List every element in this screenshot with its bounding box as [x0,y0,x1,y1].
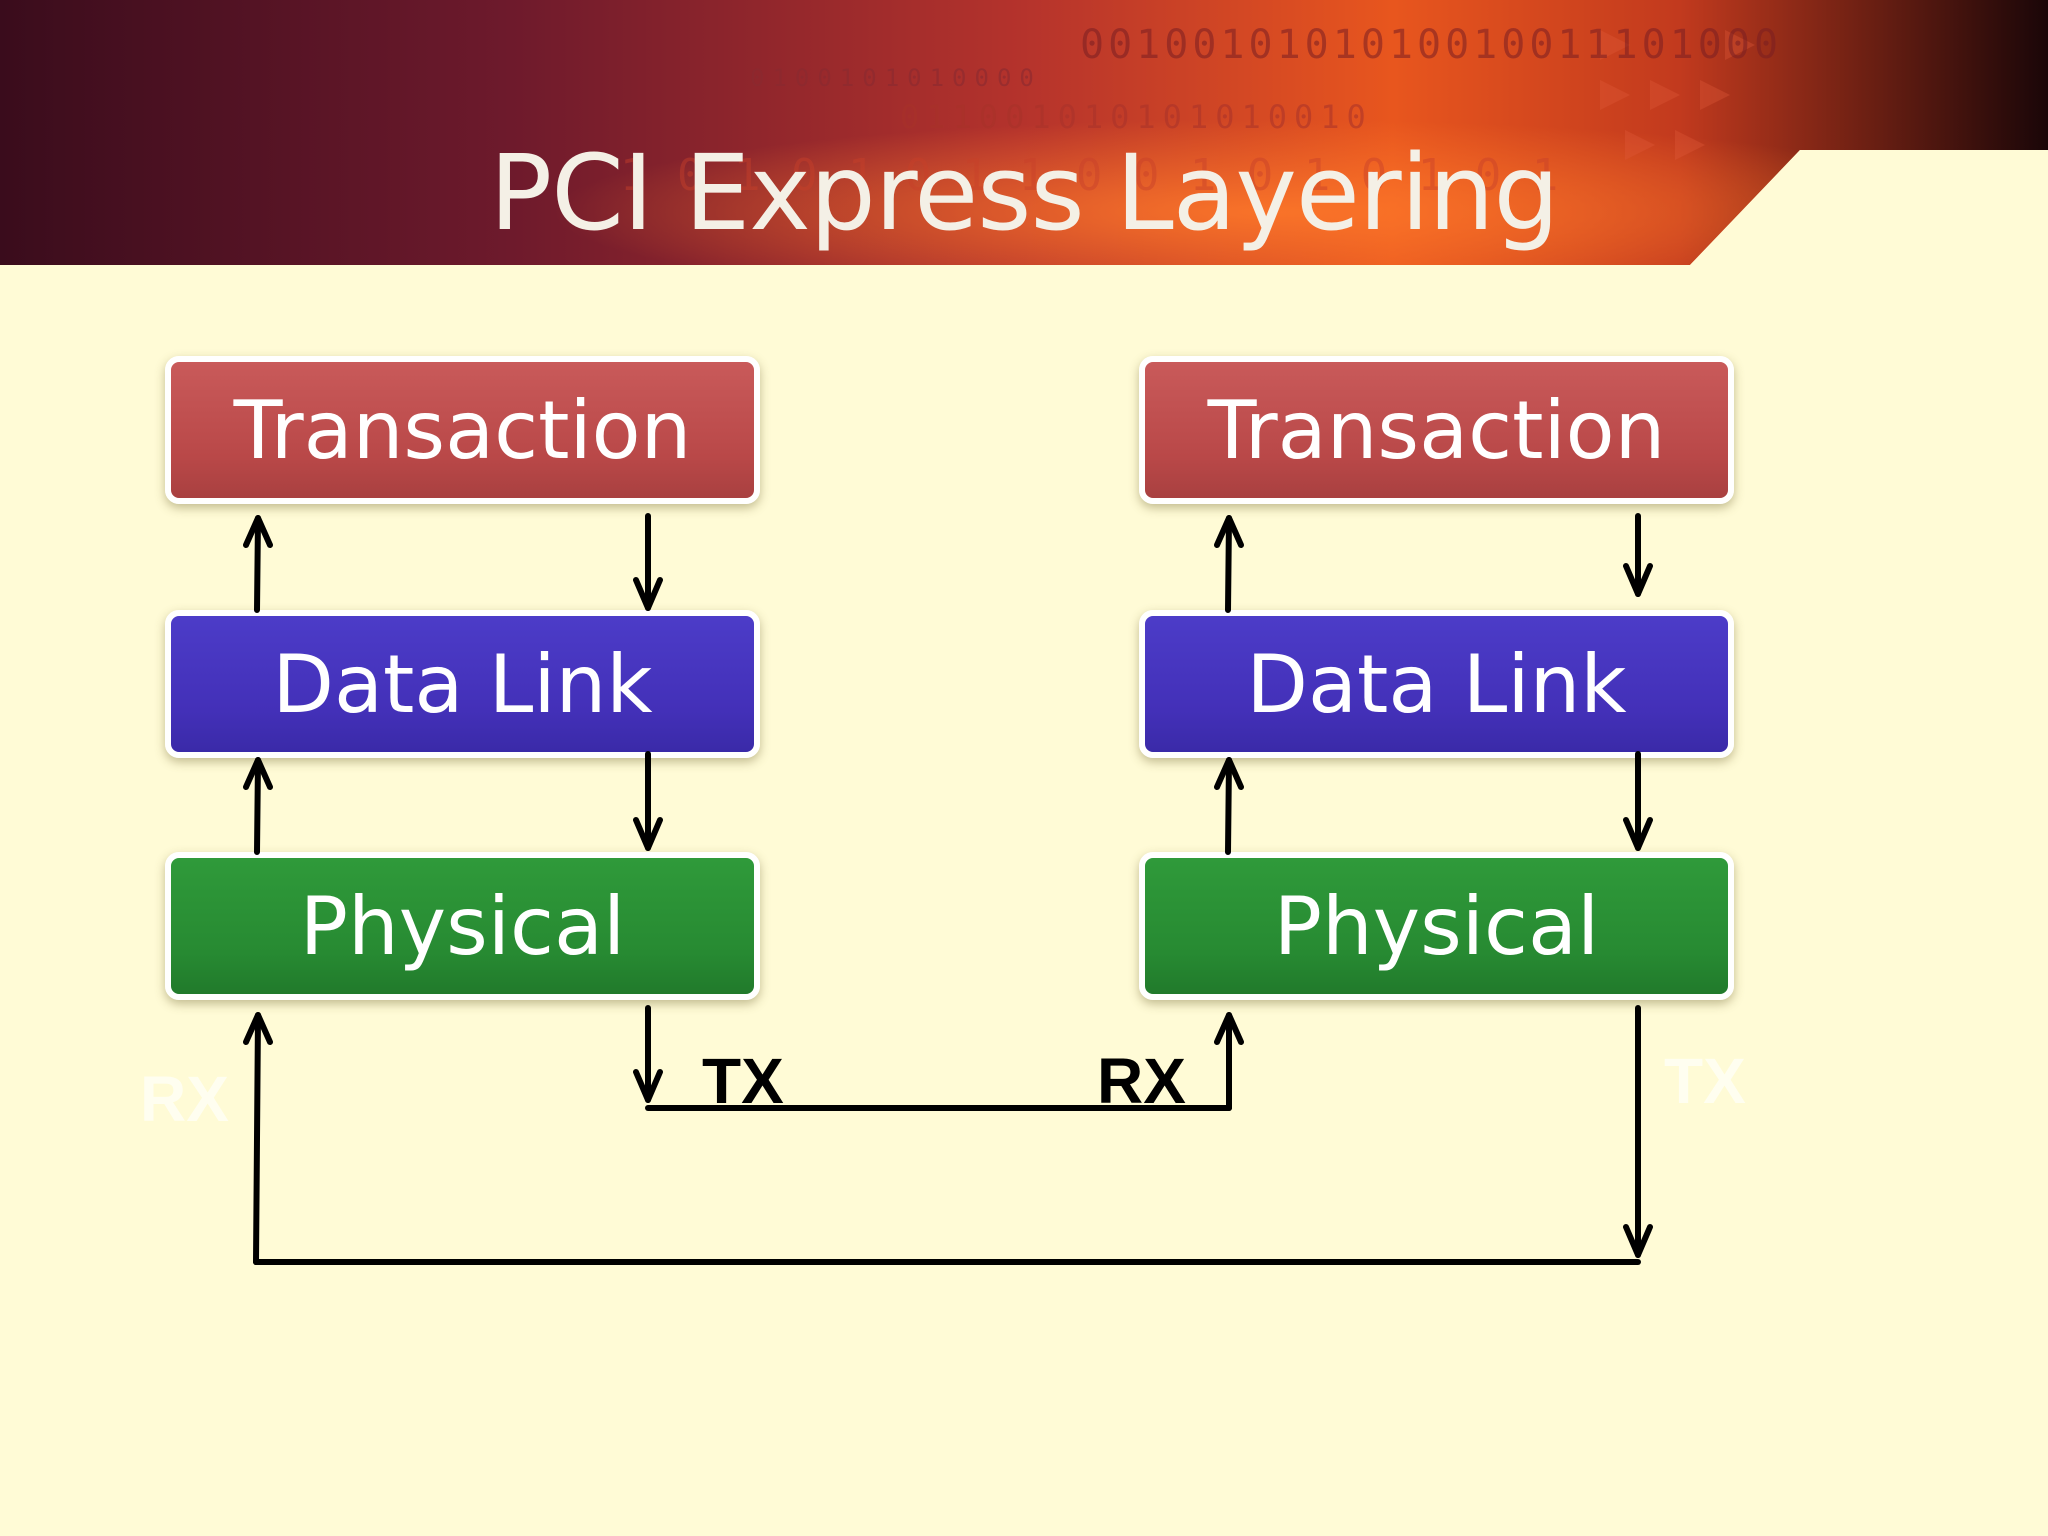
left-tx-label: TX [702,1045,784,1117]
right-data-link-label: Data Link [1246,637,1627,731]
left-physical-layer: Physical [165,852,760,1000]
right-physical-label: Physical [1273,879,1600,973]
header-background [0,0,2048,265]
right-transaction-layer: Transaction [1139,356,1734,504]
left-up-arrow-phys-to-dl [243,757,273,855]
right-down-arrow-dl-to-phys [1623,751,1653,851]
tx-to-rx-link-upper [633,1005,1244,1111]
left-up-arrow-dl-to-trans [243,515,273,613]
header-banner: 0010010101010010011101000 0100101010000 … [0,0,2048,265]
binary-decoration-1: 0010010101010010011101000 [1080,22,1783,68]
binary-decoration-4: 1 0 1 0 1 0 1 1 0 0 1 0 1 0 1 0 1 [620,150,1561,201]
right-up-arrow-dl-to-trans [1214,515,1244,613]
right-rx-label: RX [1097,1045,1186,1117]
right-data-link-layer: Data Link [1139,610,1734,758]
left-physical-label: Physical [299,879,626,973]
left-down-arrow-dl-to-phys [633,751,663,851]
left-data-link-label: Data Link [272,637,653,731]
left-down-arrow-trans-to-dl [633,513,663,611]
right-up-arrow-phys-to-dl [1214,757,1244,855]
left-transaction-label: Transaction [233,383,692,477]
left-data-link-layer: Data Link [165,610,760,758]
binary-decoration-2: 0100101010000 [750,64,1042,92]
left-rx-label: RX [140,1063,229,1135]
slide-title: PCI Express Layering [489,132,1559,254]
left-transaction-layer: Transaction [165,356,760,504]
binary-decoration-3: 011001010101010010 [900,98,1373,136]
right-physical-layer: Physical [1139,852,1734,1000]
right-tx-label: TX [1664,1045,1746,1117]
right-down-arrow-trans-to-dl [1623,513,1653,597]
right-transaction-label: Transaction [1207,383,1666,477]
tx-to-rx-link-lower [243,1005,1653,1265]
